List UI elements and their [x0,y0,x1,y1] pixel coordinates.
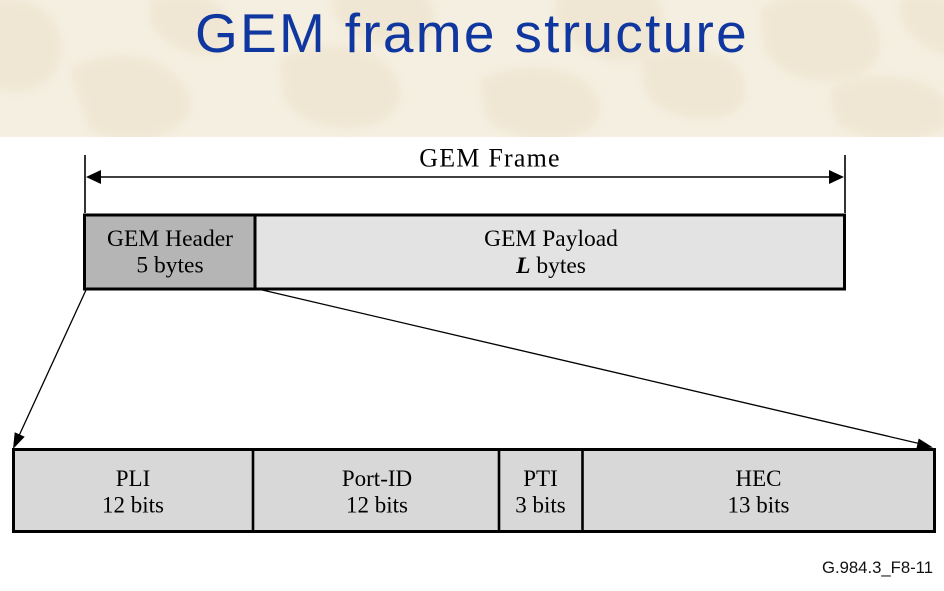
svg-text:GEM Frame: GEM Frame [419,144,561,173]
svg-text:3 bits: 3 bits [515,493,566,518]
svg-text:PTI: PTI [523,466,558,491]
svg-text:PLI: PLI [116,466,151,491]
svg-text:GEM Payload: GEM Payload [484,226,618,252]
svg-text:12 bits: 12 bits [346,493,408,518]
svg-text:12 bits: 12 bits [102,493,164,518]
svg-text:G.984.3_F8-11: G.984.3_F8-11 [822,558,933,577]
svg-text:HEC: HEC [736,466,782,491]
svg-text:5 bytes: 5 bytes [136,253,203,279]
svg-text:Port-ID: Port-ID [342,466,412,491]
svg-text:L bytes: L bytes [515,253,586,279]
svg-text:GEM Header: GEM Header [107,226,233,252]
svg-text:13 bits: 13 bits [728,493,790,518]
